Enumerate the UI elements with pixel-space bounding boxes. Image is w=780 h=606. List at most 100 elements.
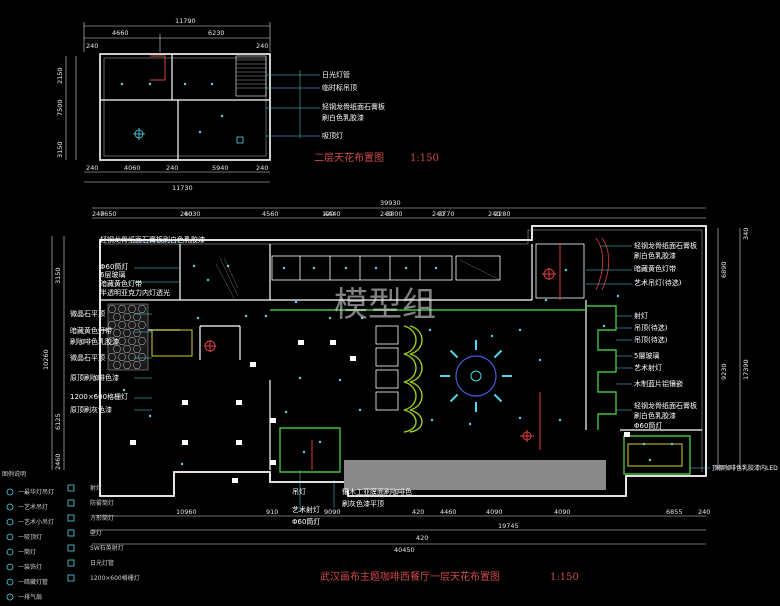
downlight-33 [602,324,606,328]
grid-light-9 [350,356,356,361]
left-note-1: 轻钢龙骨纸面石膏板刷白色乳胶漆 [100,235,205,244]
lower-plan-scale: 1:150 [550,572,579,583]
legend-symbol2-2 [67,514,75,522]
lower-dim-bot-7: 6855 [666,508,683,516]
legend-item-5: 一装饰灯 [18,563,42,571]
hex-tile-27 [132,361,142,369]
grid-light-7 [298,340,304,345]
lower-plan-title: 武汉画布主题咖啡西餐厅一层天花布置图 [320,570,500,583]
lower-dim-top-total: 39930 [380,199,401,207]
hex-tile-22 [117,353,127,361]
hex-tile-17 [137,337,147,345]
legend-symbol2-4 [67,544,75,552]
upper-dim-left-1: 2150 [56,67,64,84]
hex-tile-24 [137,353,147,361]
downlight-7 [404,266,408,270]
downlight-3 [282,266,286,270]
upper-note-1: 日光灯管 [322,70,350,79]
lower-dim-top-0: 240 [92,210,104,218]
lower-dim-top-9: 240 [432,210,444,218]
ceiling-ray-3 [449,393,459,403]
lower-dim-bot-total: 40450 [394,546,415,554]
right-note-11: 轻钢龙骨纸面石膏板 [634,401,697,410]
lower-dim-top-11: 240 [488,210,500,218]
hex-tile-4 [112,313,122,321]
lower-dim-bot-4: 4460 [440,508,457,516]
grid-light-3 [182,440,188,445]
upper-note-2: 临时标吊顶 [322,83,357,92]
right-note-5: 射灯 [634,311,648,320]
lower-dim-top-3: 6030 [184,210,201,218]
hex-tile-13 [132,329,142,337]
lower-dim-top-6: 4440 [324,210,341,218]
downlight-38 [264,314,268,318]
upper-dim-bot-5: 240 [256,164,268,172]
hex-tile-12 [122,329,132,337]
right-note-4: 艺术吊灯(待选) [634,278,682,287]
hex-tile-15 [117,337,127,345]
ceiling-ray-5 [449,349,459,359]
lower-dim-bot-sub-2: 420 [416,534,428,542]
downlight-10 [244,314,248,318]
lower-dim-bot-2: 9090 [324,508,341,516]
right-note-7: 吊顶(待选) [634,335,668,344]
legend-item-0: 一最华灯吊灯 [18,488,54,496]
grid-light-11 [270,460,276,465]
hex-tile-3 [137,305,147,313]
hex-tile-9 [127,321,137,329]
legend-symbol-3 [6,533,14,541]
hex-tile-19 [122,345,132,353]
downlight-17 [518,328,522,332]
legend-symbol2-3 [67,529,75,537]
right-note-12: 刷白色乳胶漆 [634,411,676,420]
downlight-16 [428,328,432,332]
lower-dim-left-4: 2460 [54,453,62,470]
upper-dim-left-3: 3150 [56,141,64,158]
grid-light-8 [330,340,336,345]
lower-dim-bot-5: 4090 [486,508,503,516]
lower-dim-bot-8: 240 [698,508,710,516]
right-note-6: 吊顶(待选) [634,323,668,332]
legend-symbol2-1 [67,499,75,507]
legend-item-1: 一艺术吊灯 [18,503,48,511]
left-note-12: 原顶刷灰色漆 [70,405,112,414]
downlight-27 [122,388,126,392]
grid-light-10 [270,418,276,423]
bottom-note-1: 吊灯 [292,487,306,496]
hex-tile-2 [127,305,137,313]
upper-dim-left-2: 7500 [56,99,64,116]
hex-tile-6 [132,313,142,321]
left-note-10: 原顶刷咖啡色漆 [70,373,119,382]
hex-tile-1 [117,305,127,313]
red-art-lamps [204,244,561,470]
downlight-9 [196,316,200,320]
grid-light-0 [182,400,188,405]
left-note-8: 刷咖啡色乳胶漆 [70,337,119,346]
lower-dim-bot-6: 4090 [554,508,571,516]
grid-light-12 [624,432,630,437]
left-note-2: Φ60筒灯 [100,262,128,271]
downlight-8 [434,266,438,270]
upper-note-3: 轻钢龙骨纸面石膏板 [322,102,385,111]
legend-symbol-5 [6,563,14,571]
hex-tile-21 [107,353,117,361]
lower-dim-top-8: 3800 [386,210,403,218]
downlight-20 [558,418,562,422]
legend-item-6: 一暗藏灯管 [18,578,48,586]
hex-tile-0 [107,305,117,313]
legend-symbol-1 [6,503,14,511]
legend-item2-2: 方形筒灯 [90,514,114,522]
bar-counter-ceiling [344,460,606,490]
lower-dim-right-3: 17390 [742,359,750,380]
downlight-24 [284,410,288,414]
lower-dim-top-1: 7650 [100,210,117,218]
lower-dim-top-5: 120 [322,210,334,218]
legend-symbol-4 [6,548,14,556]
upper-dim-top-1: 4660 [112,29,129,37]
ceiling-ray-1 [493,393,503,403]
downlight-22 [430,418,434,422]
hex-tile-18 [112,345,122,353]
left-note-5: 半透明亚克力内灯透光 [100,288,170,297]
left-note-6: 微晶石平顶 [70,309,105,318]
lower-dim-top-12: 2280 [494,210,511,218]
